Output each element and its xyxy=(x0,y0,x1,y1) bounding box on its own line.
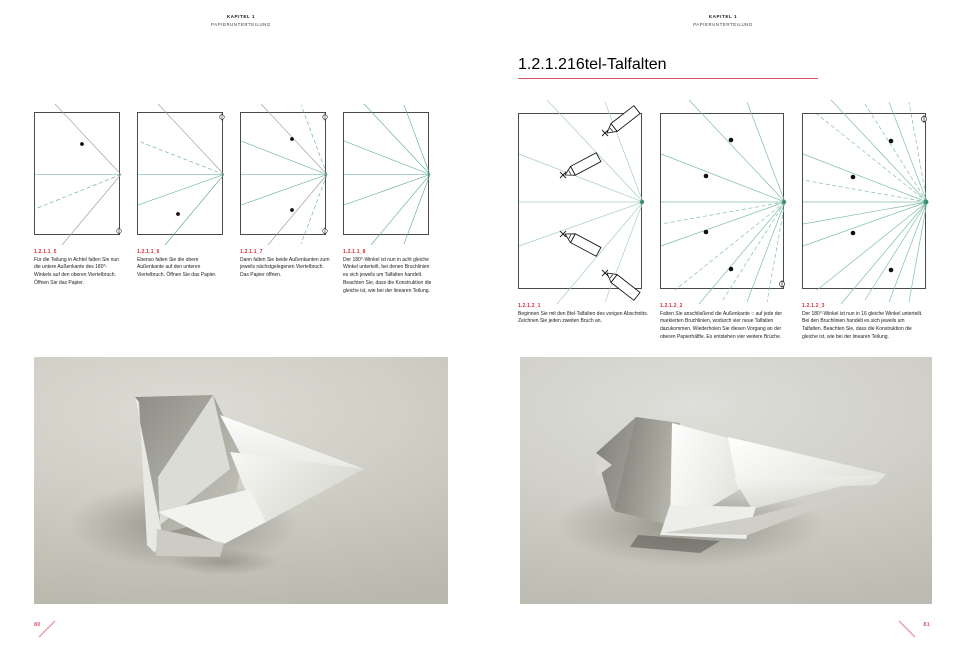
right-page: KAPITEL 1 PAPIERUNTERTEILUNG 1.2.1.2 16t… xyxy=(482,0,964,648)
paper-plane-illustration xyxy=(69,395,364,575)
caption-1-2-1-2-1: 1.2.1.2_1 Beginnen Sie mit den 8tel-Talf… xyxy=(518,303,649,326)
pencil-icon xyxy=(564,152,602,176)
figure-1-2-1-1-7: 1.2.1.1_7 Dann falten Sie beide Außenkan… xyxy=(240,103,343,278)
circle-mark-icon xyxy=(219,113,225,121)
paper-cone-illustration xyxy=(555,417,888,567)
circle-mark-icon xyxy=(322,227,328,235)
right-photo xyxy=(520,357,932,604)
running-head-right: KAPITEL 1 PAPIERUNTERTEILUNG xyxy=(482,14,964,29)
circle-mark-icon xyxy=(116,227,122,235)
caption-text: Beginnen Sie mit den 8tel-Talfalten des … xyxy=(518,310,649,325)
dot-marker-icon xyxy=(290,208,294,212)
left-page: KAPITEL 1 PAPIERUNTERTEILUNG xyxy=(0,14,482,638)
right-diagram-row: 1.2.1.2_1 Beginnen Sie mit den 8tel-Talf… xyxy=(518,99,932,340)
section-heading: 1.2.1.2 16tel-Talfalten xyxy=(518,56,818,79)
section-title: 16tel-Talfalten xyxy=(566,56,667,73)
section-number: 1.2.1.2 xyxy=(518,56,567,73)
caption-text: Der 180°-Winkel ist nun in acht gleiche … xyxy=(343,256,432,294)
caption-text: Dann falten Sie beide Außenkanten zum je… xyxy=(240,256,330,279)
fold-diagram-5 xyxy=(34,103,122,246)
running-head-section: PAPIERUNTERTEILUNG xyxy=(211,22,271,28)
fold-diagram-6 xyxy=(137,103,225,246)
fold-diagram-16-complete xyxy=(802,99,929,305)
caption-text: Für die Teilung in Achtel falten Sie nun… xyxy=(34,256,119,286)
dot-marker-icon xyxy=(703,173,709,179)
caption-number: 1.2.1.1_5 xyxy=(34,249,57,255)
figure-1-2-1-1-6: 1.2.1.1_6 Ebenso falten Sie die obere Au… xyxy=(137,103,240,278)
pencil-icon xyxy=(606,272,641,301)
dot-marker-icon xyxy=(290,137,294,141)
dot-marker-icon xyxy=(728,137,734,143)
figure-1-2-1-2-3: 1.2.1.2_3 Der 180°-Winkel ist nun in 16 … xyxy=(802,99,932,340)
running-head-chapter: KAPITEL 1 xyxy=(226,14,256,19)
left-photo xyxy=(34,357,448,604)
caption-1-2-1-1-6: 1.2.1.1_6 Ebenso falten Sie die obere Au… xyxy=(137,249,225,280)
pencil-icon xyxy=(564,233,602,257)
running-head-chapter: KAPITEL 1 xyxy=(708,14,738,19)
figure-1-2-1-2-2: 1.2.1.2_2 Falten Sie anschließend die Au… xyxy=(660,99,802,340)
x-mark-icon xyxy=(601,269,609,277)
running-head-left: KAPITEL 1 PAPIERUNTERTEILUNG xyxy=(0,14,482,29)
dot-marker-icon xyxy=(850,230,856,236)
caption-number: 1.2.1.1_7 xyxy=(240,249,263,255)
dot-marker-icon xyxy=(850,174,856,180)
caption-1-2-1-1-7: 1.2.1.1_7 Dann falten Sie beide Außenkan… xyxy=(240,249,330,280)
caption-text: Falten Sie anschließend die Außenkante ○… xyxy=(660,310,782,340)
figure-1-2-1-1-5: 1.2.1.1_5 Für die Teilung in Achtel falt… xyxy=(34,103,137,286)
circle-mark-icon xyxy=(779,280,785,288)
dot-marker-icon xyxy=(176,212,180,216)
circle-mark-icon xyxy=(921,115,927,123)
folio-slash-right xyxy=(898,620,916,638)
left-diagram-row: 1.2.1.1_5 Für die Teilung in Achtel falt… xyxy=(34,103,443,294)
figure-1-2-1-1-8: 1.2.1.1_8 Der 180°-Winkel ist nun in ach… xyxy=(343,103,443,294)
fold-diagram-8 xyxy=(343,103,431,246)
caption-number: 1.2.1.1_6 xyxy=(137,249,160,255)
caption-text: Ebenso falten Sie die obere Außenkante a… xyxy=(137,256,217,279)
x-mark-icon xyxy=(559,230,567,238)
caption-1-2-1-1-5: 1.2.1.1_5 Für die Teilung in Achtel falt… xyxy=(34,249,122,288)
dot-marker-icon xyxy=(728,266,734,272)
caption-text: Der 180°-Winkel ist nun in 16 gleiche Wi… xyxy=(802,310,923,340)
caption-1-2-1-2-2: 1.2.1.2_2 Falten Sie anschließend die Au… xyxy=(660,303,795,342)
caption-number: 1.2.1.2_1 xyxy=(518,303,541,309)
caption-number: 1.2.1.1_8 xyxy=(343,249,366,255)
caption-number: 1.2.1.2_3 xyxy=(802,303,825,309)
x-mark-icon xyxy=(559,171,567,179)
caption-number: 1.2.1.2_2 xyxy=(660,303,683,309)
fold-diagram-7 xyxy=(240,103,328,246)
running-head-section: PAPIERUNTERTEILUNG xyxy=(693,22,753,28)
page-number-left: 80 xyxy=(34,622,41,628)
caption-1-2-1-1-8: 1.2.1.1_8 Der 180°-Winkel ist nun in ach… xyxy=(343,249,433,296)
folio-slash-left xyxy=(38,620,56,638)
page-number-right: 81 xyxy=(923,622,930,628)
dot-marker-icon xyxy=(888,138,894,144)
dot-marker-icon xyxy=(80,142,84,146)
caption-1-2-1-2-3: 1.2.1.2_3 Der 180°-Winkel ist nun in 16 … xyxy=(802,303,924,342)
pencil-icon xyxy=(606,105,641,134)
figure-1-2-1-2-1: 1.2.1.2_1 Beginnen Sie mit den 8tel-Talf… xyxy=(518,99,660,324)
x-mark-icon xyxy=(601,129,609,137)
fold-diagram-with-pencils xyxy=(518,99,645,305)
dot-marker-icon xyxy=(888,267,894,273)
dot-marker-icon xyxy=(703,229,709,235)
fold-diagram-16-partial xyxy=(660,99,787,305)
circle-mark-icon xyxy=(322,113,328,121)
